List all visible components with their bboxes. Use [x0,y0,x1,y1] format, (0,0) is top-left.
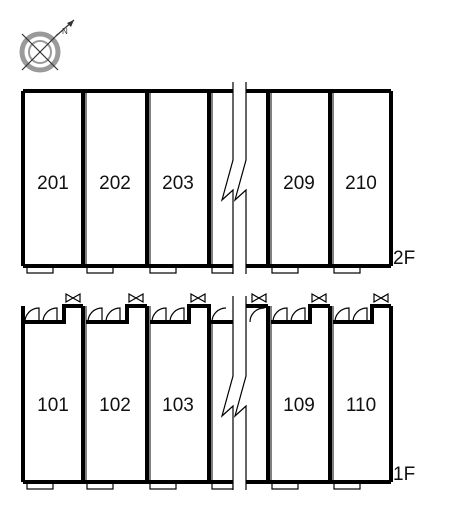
compass-rose-icon: N [19,19,75,73]
building-outline-2f-left [21,89,233,268]
break-line-icon [220,82,247,274]
unit-label-201: 201 [37,173,69,194]
unit-label-202: 202 [99,173,131,194]
unit-label-210: 210 [345,173,377,194]
unit-label-209: 209 [283,173,315,194]
balcony-ledge-icon [26,481,361,490]
unit-label-110: 110 [346,395,376,416]
floor-label-2f: 2F [393,248,415,269]
unit-label-103: 103 [162,395,194,416]
unit-label-102: 102 [99,395,131,416]
building-outline-1f-right [246,304,393,484]
unit-label-109: 109 [283,395,315,416]
floor-1f: 101 102 103 109 110 1F [21,292,415,490]
floor-2f: 201 202 203 209 210 2F [21,82,415,274]
unit-label-101: 101 [37,395,69,416]
unit-label-203: 203 [162,173,194,194]
building-outline-1f-left [21,304,233,484]
meter-box-icon [65,292,389,304]
door-swing-icon [24,306,368,323]
balcony-ledge-icon [26,265,361,274]
floor-label-1f: 1F [393,464,415,485]
break-line-icon [220,296,247,490]
svg-text:N: N [62,27,68,36]
building-outline-2f-right [246,89,393,268]
